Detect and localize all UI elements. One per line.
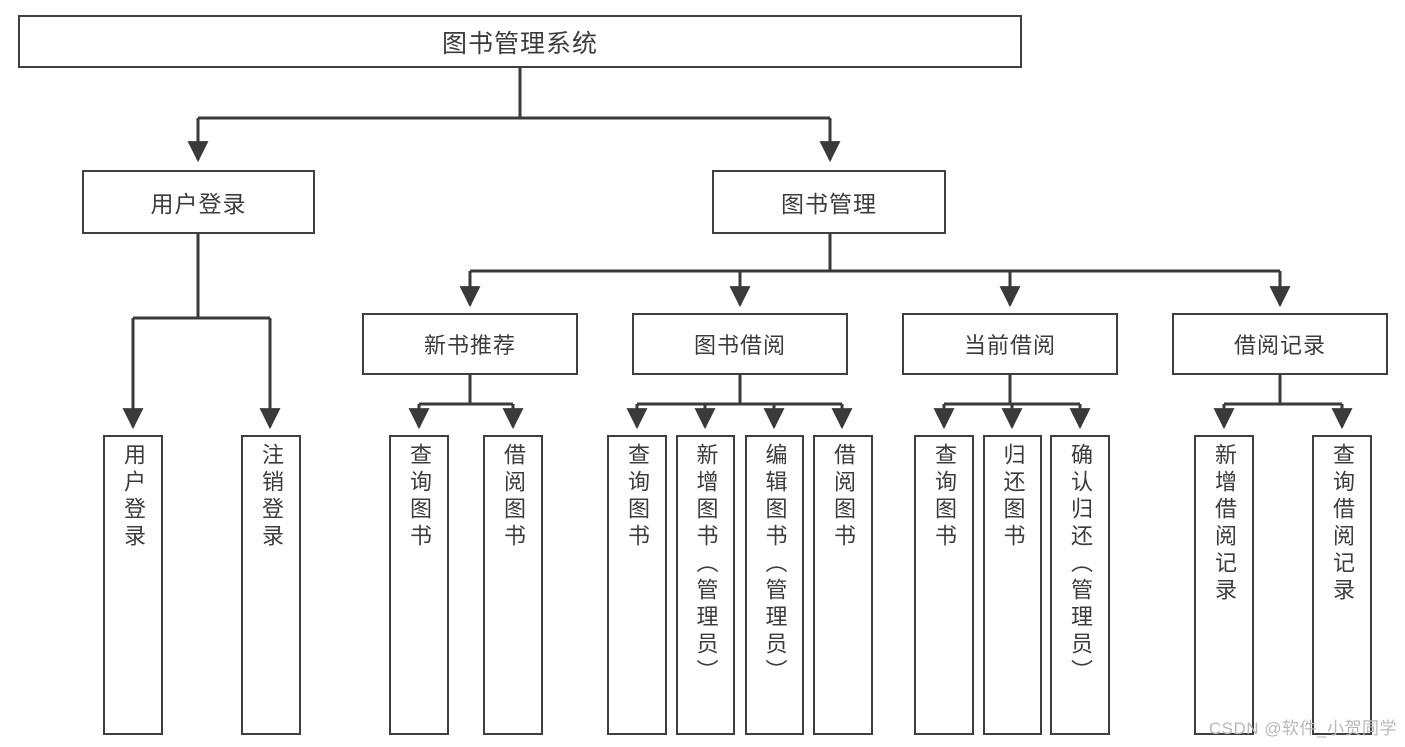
leaf-label: 查询图书	[625, 443, 650, 551]
leaf-label: 归还图书	[1000, 443, 1026, 551]
node-label: 图书管理系统	[441, 29, 598, 58]
node-root-book-management-system[interactable]: 图书管理系统	[18, 15, 1022, 68]
node-borrow-record[interactable]: 借阅记录	[1172, 313, 1388, 375]
leaf-label: 查询借阅记录	[1330, 443, 1355, 605]
node-label: 新书推荐	[423, 333, 516, 358]
leaf-label: 编辑图书（管理员）	[762, 443, 788, 686]
leaf-current-query-book[interactable]: 查询图书	[914, 435, 974, 735]
leaf-return-book[interactable]: 归还图书	[983, 435, 1042, 735]
leaf-confirm-return-admin[interactable]: 确认归还（管理员）	[1050, 435, 1110, 735]
leaf-add-book-admin[interactable]: 新增图书（管理员）	[676, 435, 735, 735]
leaf-label: 注销登录	[259, 443, 284, 551]
leaf-user-logout[interactable]: 注销登录	[241, 435, 301, 735]
leaf-label: 借阅图书	[831, 443, 856, 551]
node-label: 当前借阅	[963, 333, 1056, 358]
leaf-borrow-query-book[interactable]: 查询图书	[607, 435, 667, 735]
leaf-label: 用户登录	[121, 443, 146, 551]
leaf-borrow-book[interactable]: 借阅图书	[813, 435, 873, 735]
node-book-management[interactable]: 图书管理	[712, 170, 946, 234]
leaf-query-borrow-record[interactable]: 查询借阅记录	[1312, 435, 1372, 735]
leaf-add-borrow-record[interactable]: 新增借阅记录	[1194, 435, 1254, 735]
node-label: 图书管理	[781, 191, 877, 217]
node-current-borrow[interactable]: 当前借阅	[902, 313, 1118, 375]
node-new-book-recommendation[interactable]: 新书推荐	[362, 313, 578, 375]
node-book-borrow[interactable]: 图书借阅	[632, 313, 848, 375]
leaf-label: 确认归还（管理员）	[1068, 443, 1093, 686]
node-label: 图书借阅	[693, 333, 786, 358]
csdn-watermark: CSDN @软件_小贺同学	[1208, 719, 1397, 738]
leaf-label: 查询图书	[932, 443, 957, 551]
node-label: 借阅记录	[1233, 333, 1326, 358]
leaf-user-login[interactable]: 用户登录	[103, 435, 163, 735]
leaf-label: 新增图书（管理员）	[693, 443, 719, 686]
leaf-new-book-borrow[interactable]: 借阅图书	[483, 435, 543, 735]
node-label: 用户登录	[150, 191, 247, 217]
leaf-edit-book-admin[interactable]: 编辑图书（管理员）	[745, 435, 804, 735]
leaf-label: 新增借阅记录	[1212, 443, 1237, 605]
leaf-label: 借阅图书	[501, 443, 526, 551]
leaf-new-book-query[interactable]: 查询图书	[389, 435, 449, 735]
node-user-login[interactable]: 用户登录	[82, 170, 315, 234]
leaf-label: 查询图书	[407, 443, 432, 551]
